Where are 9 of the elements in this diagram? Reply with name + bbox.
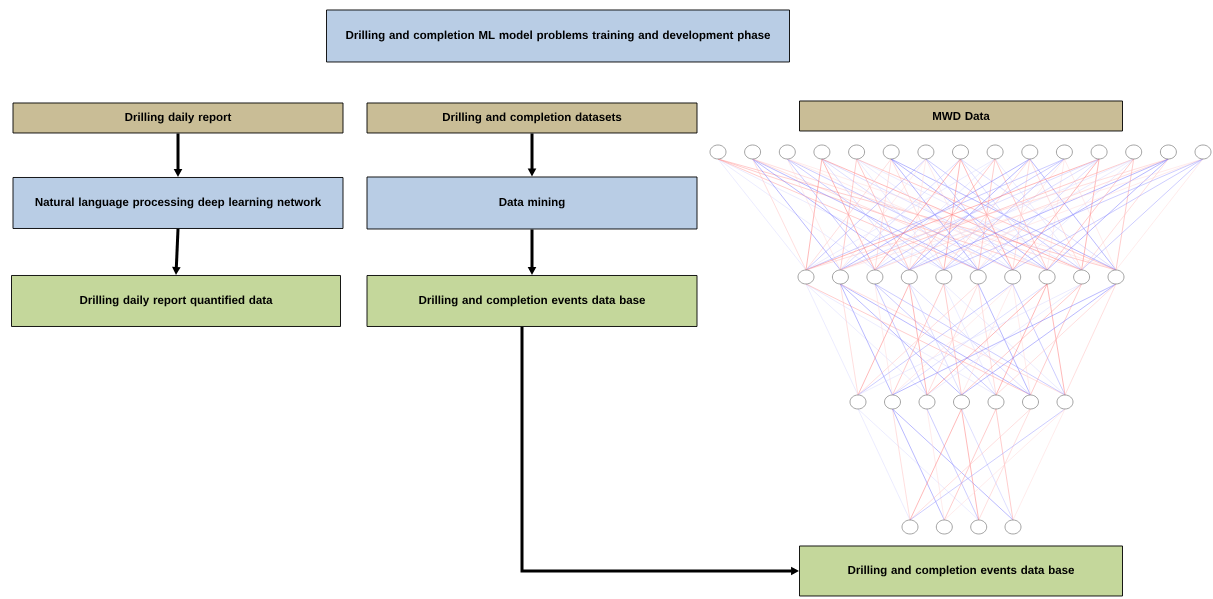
title-box: Drilling and completion ML model problems training and development phase xyxy=(326,9,790,63)
source-box: Drilling and completion datasets xyxy=(366,102,698,134)
process-box: Natural language processing deep learning network xyxy=(12,177,344,229)
output-box: Drilling and completion events data base xyxy=(799,545,1123,597)
source-box: MWD Data xyxy=(799,100,1123,132)
source-box: Drilling daily report xyxy=(12,102,344,134)
process-box: Data mining xyxy=(366,176,698,230)
output-box: Drilling and completion events data base xyxy=(366,275,698,327)
output-box: Drilling daily report quantified data xyxy=(11,275,341,327)
